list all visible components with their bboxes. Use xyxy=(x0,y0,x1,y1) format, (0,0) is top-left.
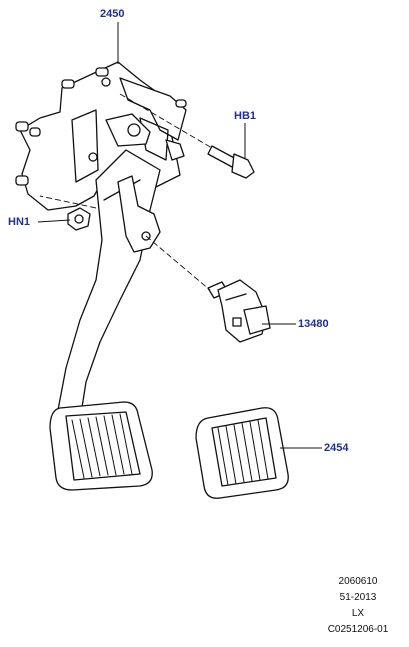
callout-hb1: HB1 xyxy=(234,110,257,122)
pedal-pad-left xyxy=(49,401,153,491)
bolt-hb1 xyxy=(207,145,255,179)
callout-13480: 13480 xyxy=(298,318,329,330)
bracket-rear-arm xyxy=(119,77,187,141)
switch-13480 xyxy=(207,279,271,343)
footer-line-3: LX xyxy=(351,608,365,619)
footer-line-4: C0251206-01 xyxy=(327,624,389,635)
pedal-pad-right xyxy=(195,407,289,499)
nut-hn1 xyxy=(67,207,91,231)
align-line-nut-left xyxy=(39,195,97,209)
callout-2450: 2450 xyxy=(100,8,125,20)
callout-2454: 2454 xyxy=(324,442,349,454)
bracket-studs xyxy=(15,67,187,186)
footer-line-1: 2060610 xyxy=(338,576,378,587)
callout-hn1: HN1 xyxy=(8,216,31,228)
leader-hn1 xyxy=(37,219,71,223)
footer-line-2: 51-2013 xyxy=(339,592,377,603)
align-line-switch xyxy=(145,235,211,291)
